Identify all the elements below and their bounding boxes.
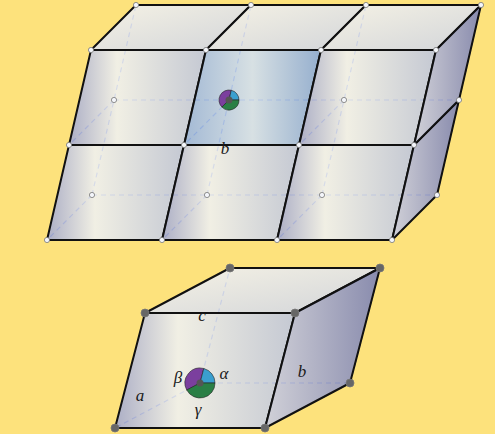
origin-point [226,97,233,104]
cell-face [184,50,321,145]
lattice-point [411,142,416,147]
cell-face [115,313,295,428]
lattice-block [44,2,483,242]
lattice-point [456,97,461,102]
lattice-point [88,47,93,52]
cell-face [69,50,206,145]
cell-face [299,50,436,145]
axis-label: c [198,307,206,324]
cell-face [414,5,481,145]
lattice-point [346,379,354,387]
lattice-point [363,2,368,7]
lattice-point [44,237,49,242]
lattice-point [296,142,301,147]
lattice-point [141,309,149,317]
lattice-point [133,2,138,7]
lattice-point [341,97,346,102]
lattice-point [433,47,438,52]
axis-label: a [136,387,145,404]
cell-face [265,268,380,428]
lattice-point [66,142,71,147]
lattice-point [203,47,208,52]
cell-face [47,145,184,240]
lattice-point [226,97,231,102]
lattice-point [376,264,384,272]
lattice-point [89,192,94,197]
cell-face [277,145,414,240]
lattice-point [319,192,324,197]
angle-label: β [174,369,182,386]
angle-label: γ [195,401,202,418]
lattice-point [248,2,253,7]
lattice-point [478,2,483,7]
lattice-point [434,192,439,197]
cell-face [162,145,299,240]
hidden-edges [47,5,481,240]
lattice-point [159,237,164,242]
lattice-point [274,237,279,242]
lattice-vector-label: b [221,140,230,157]
lattice-point [111,97,116,102]
lattice-point [181,142,186,147]
lattice-point [389,237,394,242]
lattice-point [318,47,323,52]
lattice-point [204,192,209,197]
lattice-point [261,424,269,432]
lattice-point [291,309,299,317]
angle-label: α [220,365,229,382]
axis-label: b [298,363,307,380]
origin-point [197,380,204,387]
hidden-edges [115,268,380,428]
unit-cell [111,264,384,432]
lattice-point [226,264,234,272]
lattice-point [111,424,119,432]
